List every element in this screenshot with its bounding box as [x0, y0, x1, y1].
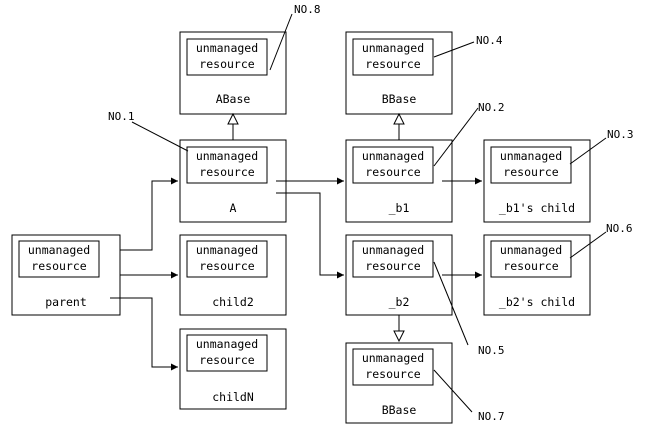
leader-no2: [433, 107, 479, 167]
resource-line-1: unmanaged: [196, 337, 258, 351]
node-b2: unmanaged resource _b2: [345, 234, 453, 316]
leader-no6: [569, 231, 607, 259]
resource-line-1: unmanaged: [362, 41, 424, 55]
leader-no3: [569, 137, 607, 165]
leader-no7: [433, 369, 473, 413]
node-title: childN: [212, 390, 254, 404]
callout-no2: NO.2: [478, 101, 505, 114]
callout-no6: NO.6: [606, 222, 633, 235]
inheritance-b2-to-bbase: [393, 315, 405, 343]
resource-line-2: resource: [199, 57, 254, 71]
resource-line-2: resource: [365, 367, 420, 381]
callout-no3: NO.3: [607, 128, 634, 141]
resource-box: [186, 240, 268, 278]
resource-box: [352, 240, 434, 278]
resource-box: [18, 240, 100, 278]
inheritance-b1-to-bbase: [393, 112, 405, 140]
resource-line-1: unmanaged: [500, 149, 562, 163]
resource-line-2: resource: [503, 165, 558, 179]
resource-box: [186, 334, 268, 372]
arrow-a-to-b2: [276, 192, 344, 279]
resource-box: [186, 38, 268, 76]
inheritance-a-to-abase: [227, 112, 239, 140]
resource-line-2: resource: [31, 259, 86, 273]
leader-no1: [131, 121, 189, 152]
resource-box: [186, 146, 268, 184]
node-parent: unmanaged resource parent: [11, 234, 121, 316]
node-title: _b1: [389, 201, 410, 215]
resource-line-2: resource: [365, 259, 420, 273]
leader-no5: [433, 261, 469, 346]
node-child2: unmanaged resource child2: [179, 234, 287, 316]
node-bbase-bottom: unmanaged resource BBase: [345, 342, 453, 424]
resource-line-1: unmanaged: [196, 243, 258, 257]
node-b1-child: unmanaged resource _b1's child: [483, 139, 591, 223]
node-b2-child: unmanaged resource _b2's child: [483, 234, 591, 316]
node-a: unmanaged resource A: [179, 139, 287, 223]
resource-line-1: unmanaged: [28, 243, 90, 257]
node-bbase-top: unmanaged resource BBase: [345, 31, 453, 115]
resource-box: [490, 240, 572, 278]
callout-no1: NO.1: [108, 110, 135, 123]
resource-box: [352, 146, 434, 184]
arrow-parent-to-childn: [110, 297, 178, 371]
node-title: child2: [212, 295, 254, 309]
resource-line-1: unmanaged: [362, 351, 424, 365]
resource-line-2: resource: [199, 259, 254, 273]
resource-line-2: resource: [503, 259, 558, 273]
node-childn: unmanaged resource childN: [179, 328, 287, 410]
resource-line-1: unmanaged: [196, 149, 258, 163]
node-title: ABase: [216, 92, 251, 106]
resource-line-1: unmanaged: [362, 149, 424, 163]
resource-line-2: resource: [199, 353, 254, 367]
node-title: A: [230, 201, 237, 215]
node-title: BBase: [382, 403, 417, 417]
node-b1: unmanaged resource _b1: [345, 139, 453, 223]
callout-no7: NO.7: [478, 410, 505, 423]
node-title: parent: [45, 295, 87, 309]
resource-line-1: unmanaged: [196, 41, 258, 55]
callout-no4: NO.4: [476, 34, 503, 47]
node-title: _b2's child: [499, 295, 575, 309]
resource-box: [352, 348, 434, 386]
resource-line-2: resource: [365, 165, 420, 179]
node-title: BBase: [382, 92, 417, 106]
node-title: _b2: [389, 295, 410, 309]
callout-no8: NO.8: [294, 3, 321, 16]
callout-no5: NO.5: [478, 344, 505, 357]
resource-line-1: unmanaged: [362, 243, 424, 257]
resource-box: [352, 38, 434, 76]
node-abase: unmanaged resource ABase: [179, 31, 287, 115]
node-title: _b1's child: [499, 201, 575, 215]
resource-line-2: resource: [199, 165, 254, 179]
arrow-parent-to-a: [120, 177, 178, 251]
leader-no8: [269, 13, 293, 71]
resource-line-1: unmanaged: [500, 243, 562, 257]
leader-no4: [433, 41, 475, 58]
resource-box: [490, 146, 572, 184]
resource-line-2: resource: [365, 57, 420, 71]
